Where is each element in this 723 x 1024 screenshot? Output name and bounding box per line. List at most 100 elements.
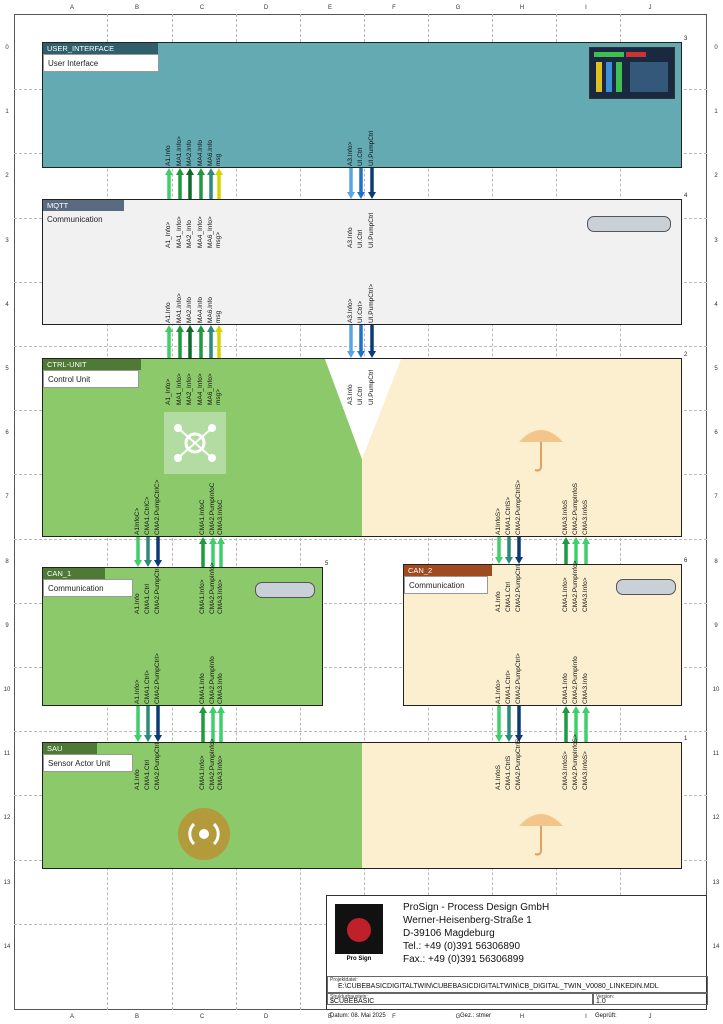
drawn-field: Gez.: stmer (460, 1013, 492, 1019)
umbrella-rain-icon (513, 414, 569, 474)
signal-label: UI.Ctrl (357, 229, 364, 248)
column-label: J (648, 5, 652, 11)
signal-label: CMA1.Info> (199, 755, 206, 790)
row-label: 6 (5, 430, 9, 437)
signal-label: CMA3.InfoC (217, 499, 224, 535)
signal-label: CMA2.PumpInfo> (209, 562, 216, 614)
ui-tag: USER_INTERFACE (43, 43, 158, 54)
signal-label: CMA2.PumpInfoC (209, 482, 216, 535)
signal-label: CMA2.PumpCtrlS> (515, 479, 522, 535)
mqtt-block[interactable]: MQTT Communication (42, 199, 682, 325)
column-label: C (199, 1014, 205, 1020)
signal-label: MA6_Info> (207, 216, 214, 248)
column-label: I (585, 5, 587, 11)
signal-label: A1_Info> (165, 378, 172, 405)
column-label: C (199, 5, 205, 11)
column-label: D (263, 1014, 269, 1020)
row-label: 9 (5, 622, 9, 629)
signal-label: A3.Info> (347, 298, 354, 323)
signal-label: CMA2.PumpCtrl> (154, 653, 161, 704)
row-label: 0 (714, 45, 718, 51)
ctrl-block[interactable]: CTRL-UNIT Control Unit (42, 358, 682, 537)
umbrella-rain-icon (513, 798, 569, 858)
grid-line (14, 667, 707, 668)
can2-tag: CAN_2 (404, 565, 492, 576)
row-label: 8 (5, 558, 9, 565)
signal-label: A3.Info> (347, 141, 354, 166)
signal-label: CMA2.PumpInfo (572, 656, 579, 704)
grid-line (14, 538, 707, 540)
signal-label: A1InfoC> (134, 507, 141, 535)
signal-label: CMA3.Info> (217, 579, 224, 614)
signal-label: CMA2.PumpCtrlC> (154, 479, 161, 535)
column-label: F (392, 1014, 396, 1020)
signal-label: UI.PumpCtrl (368, 130, 375, 166)
signal-label: A1InfoS> (495, 508, 502, 535)
signal-label: MA6_Info> (207, 373, 214, 405)
column-label: I (585, 1014, 587, 1020)
row-label: 11 (3, 751, 11, 758)
can1-block[interactable]: CAN_1 Communication (42, 567, 323, 706)
mqtt-tag: MQTT (43, 200, 124, 211)
signal-label: A3.Info (347, 384, 354, 405)
row-label: 7 (714, 494, 718, 501)
signal-label: CMA1.Info (562, 673, 569, 704)
signal-label: CMA3.InfoS> (562, 751, 569, 790)
signal-label: CMA1.Info> (199, 579, 206, 614)
sau-block[interactable]: SAU Sensor Actor Unit (42, 742, 682, 869)
signal-label: CMA3.Info (217, 673, 224, 704)
column-label: J (648, 1014, 652, 1020)
column-label: D (263, 5, 269, 11)
signal-label: MA6.Info (207, 139, 214, 166)
row-label: 3 (714, 237, 718, 244)
bus-pipe-icon (587, 216, 671, 232)
signal-label: MA2.Info (186, 139, 193, 166)
prosign-logo: Pro Sign (335, 904, 383, 964)
ctrl-tag: CTRL-UNIT (43, 359, 141, 370)
signal-label: A1.Info (134, 769, 141, 790)
signal-label: MA4.Info (197, 139, 204, 166)
signal-label: CMA2.PumpInfoS> (572, 734, 579, 790)
ctrl-title: Control Unit (43, 370, 139, 388)
signal-label: CMA1.CtrlS> (505, 496, 512, 535)
signal-label: CMA2.PumpCtrl (154, 567, 161, 614)
signal-label: CMA1.Ctrl> (505, 670, 512, 704)
signal-label: UI.PumpCtrl (368, 369, 375, 405)
row-label: 0 (5, 45, 9, 51)
row-label: 10 (3, 687, 11, 693)
signal-label: CMA2.PumpInfo> (572, 560, 579, 612)
can1-title: Communication (43, 579, 133, 597)
company-fax: Fax.: +49 (0)391 56306899 (403, 954, 524, 965)
sau-right-bg (362, 743, 681, 868)
sau-title: Sensor Actor Unit (43, 754, 133, 772)
signal-label: A1_Info> (165, 221, 172, 248)
mqtt-title: Communication (47, 215, 103, 224)
signal-label: CMA1.CtrlS (505, 755, 512, 790)
ui-number: 3 (684, 36, 688, 42)
row-label: 12 (712, 815, 720, 822)
signal-label: A1.Info> (134, 679, 141, 704)
can2-block[interactable]: CAN_2 Communication (403, 564, 682, 706)
signal-label: CMA1.Ctrl (144, 584, 151, 614)
signal-label: CMA1.Ctrl (144, 760, 151, 790)
dashboard-thumbnail-icon (589, 47, 675, 99)
signal-label: A1.Info> (495, 679, 502, 704)
signal-label: MA2_Info> (186, 373, 193, 405)
row-label: 11 (712, 751, 720, 758)
ui-block[interactable]: USER_INTERFACE User Interface (42, 42, 682, 168)
grid-line (14, 602, 707, 604)
signal-label: msg (215, 310, 222, 323)
column-label: E (327, 1014, 332, 1020)
row-label: 13 (712, 879, 720, 886)
column-label: B (134, 1014, 139, 1020)
signal-label: MA1_Info> (176, 373, 183, 405)
signal-label: A1.Info (495, 591, 502, 612)
row-label: 2 (714, 173, 718, 180)
network-gear-icon (164, 412, 226, 474)
can1-number: 5 (325, 561, 329, 567)
signal-label: UI.Ctrl (357, 386, 364, 405)
signal-label: MA2.Info (186, 296, 193, 323)
row-label: 1 (714, 109, 718, 116)
signal-label: A1.Info (134, 593, 141, 614)
column-label: G (455, 1014, 461, 1020)
